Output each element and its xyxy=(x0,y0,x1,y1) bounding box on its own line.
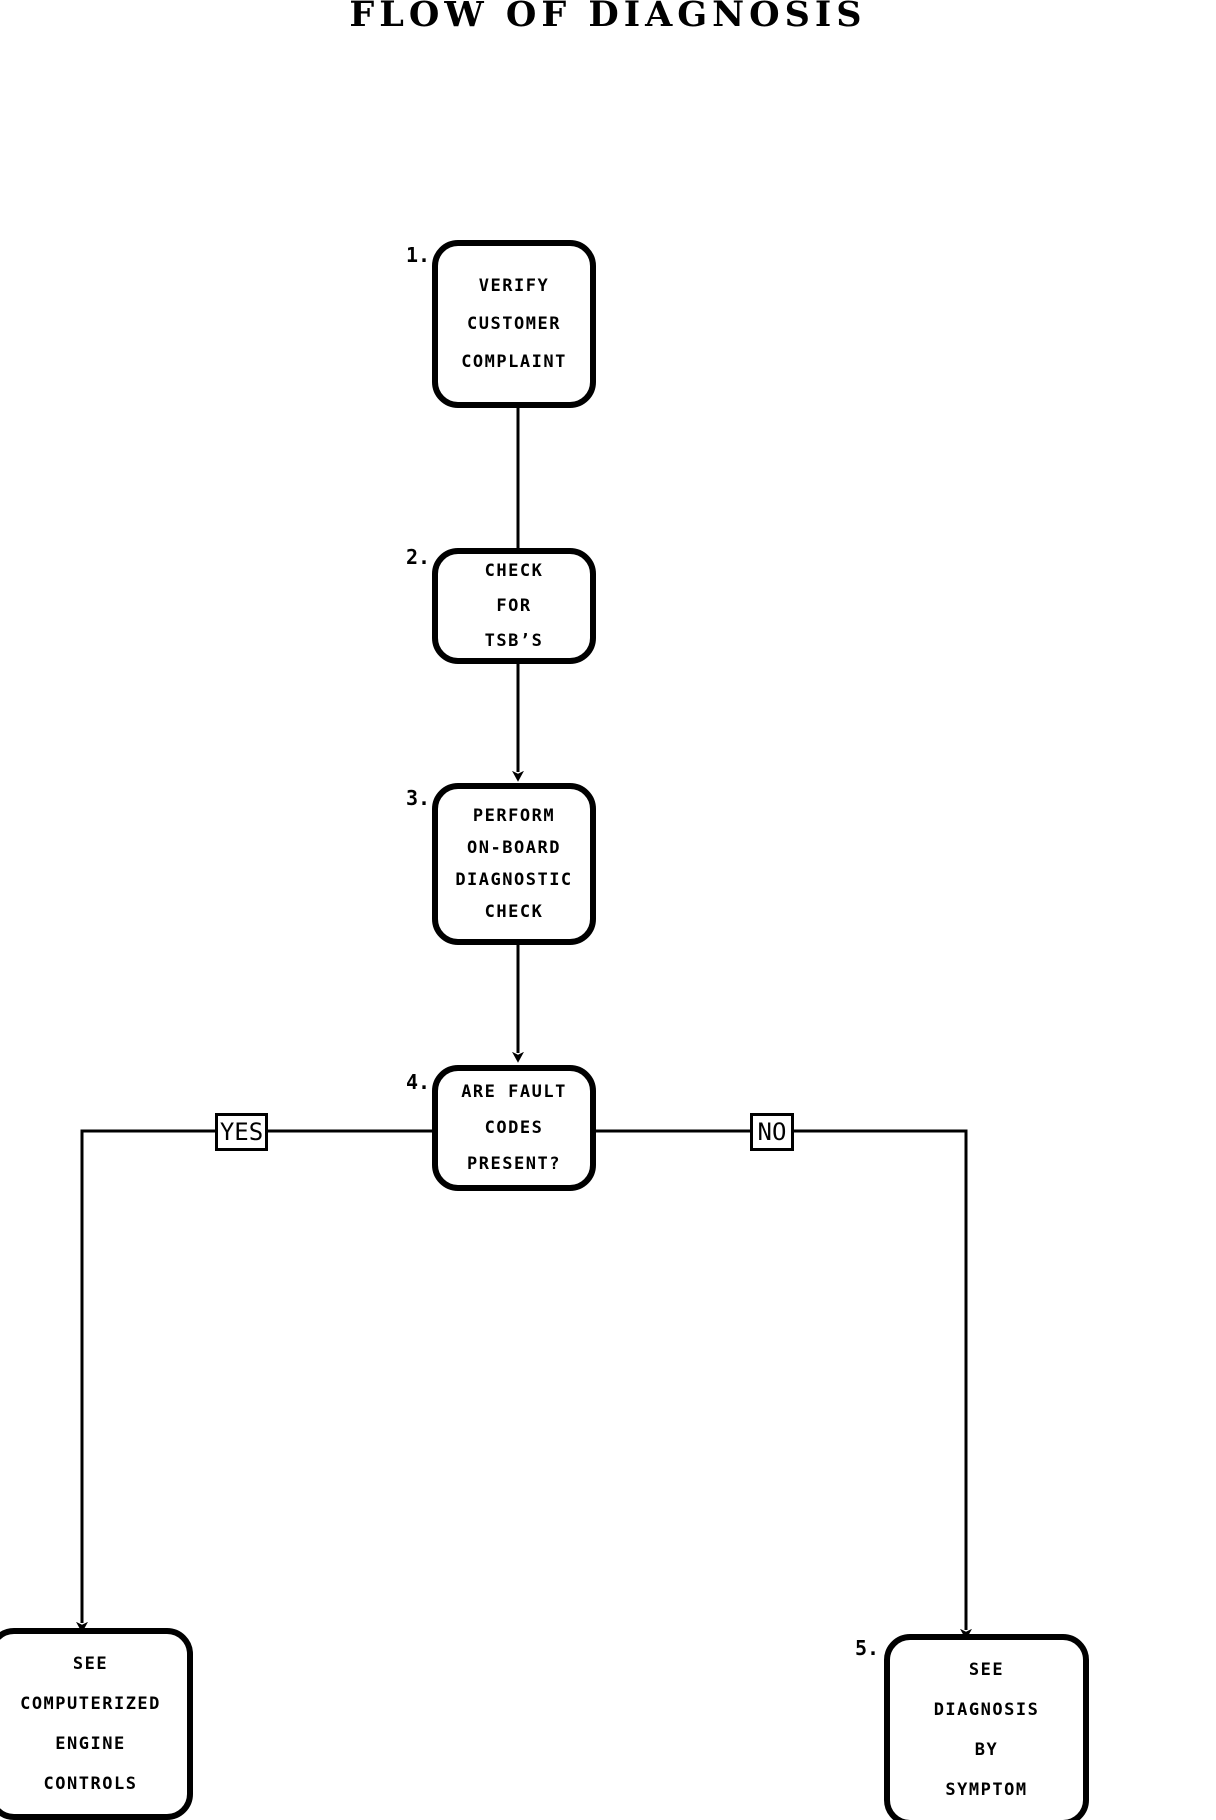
step-number-4: 4. xyxy=(406,1070,431,1094)
step-number-5: 5. xyxy=(855,1636,880,1660)
edge-n4-n6-no xyxy=(596,1129,968,1396)
edge-label-yes[interactable]: YES xyxy=(215,1113,268,1151)
node-text-line: CHECK xyxy=(484,901,544,922)
node-text-line: TSB’S xyxy=(484,630,544,651)
edge-n4-n5-yes xyxy=(80,1129,432,1396)
node-text-line: SEE xyxy=(968,1659,1005,1680)
step-number-2: 2. xyxy=(406,545,431,569)
node-text-line: ON-BOARD xyxy=(467,837,561,858)
node-check-for-tsbs[interactable]: CHECK FOR TSB’S xyxy=(432,548,596,664)
node-text-line: ENGINE xyxy=(55,1733,126,1754)
node-perform-onboard-diagnostic-check[interactable]: PERFORM ON-BOARD DIAGNOSTIC CHECK xyxy=(432,783,596,945)
node-text-line: VERIFY xyxy=(478,275,550,296)
edge-label-no-text: NO xyxy=(757,1118,787,1146)
node-text-line: CODES xyxy=(484,1117,544,1138)
node-text-line: DIAGNOSIS xyxy=(933,1699,1040,1720)
node-text-line: CUSTOMER xyxy=(467,313,561,334)
edge-label-no[interactable]: NO xyxy=(750,1113,794,1151)
step-number-3: 3. xyxy=(406,786,431,810)
node-text-line: CONTROLS xyxy=(43,1773,138,1794)
edge-label-yes-text: YES xyxy=(219,1118,264,1146)
node-text-line: SYMPTOM xyxy=(945,1779,1028,1800)
node-text-line: SEE xyxy=(72,1653,109,1674)
node-text-line: FOR xyxy=(496,595,532,616)
node-see-diagnosis-by-symptom[interactable]: SEE DIAGNOSIS BY SYMPTOM xyxy=(884,1634,1089,1820)
node-are-fault-codes-present[interactable]: ARE FAULT CODES PRESENT? xyxy=(432,1065,596,1191)
step-number-1: 1. xyxy=(406,243,431,267)
node-text-line: DIAGNOSTIC xyxy=(455,869,573,890)
node-text-line: CHECK xyxy=(484,560,544,581)
node-text-line: PERFORM xyxy=(472,805,556,826)
node-text-line: COMPLAINT xyxy=(461,351,567,372)
node-text-line: BY xyxy=(974,1739,999,1760)
node-text-line: ARE FAULT xyxy=(461,1081,567,1102)
node-text-line: COMPUTERIZED xyxy=(20,1693,161,1714)
node-verify-customer-complaint[interactable]: VERIFY CUSTOMER COMPLAINT xyxy=(432,240,596,408)
node-see-computerized-engine-controls[interactable]: SEE COMPUTERIZED ENGINE CONTROLS xyxy=(0,1628,193,1820)
page-title: FLOW OF DIAGNOSIS xyxy=(349,0,867,35)
node-text-line: PRESENT? xyxy=(467,1153,561,1174)
